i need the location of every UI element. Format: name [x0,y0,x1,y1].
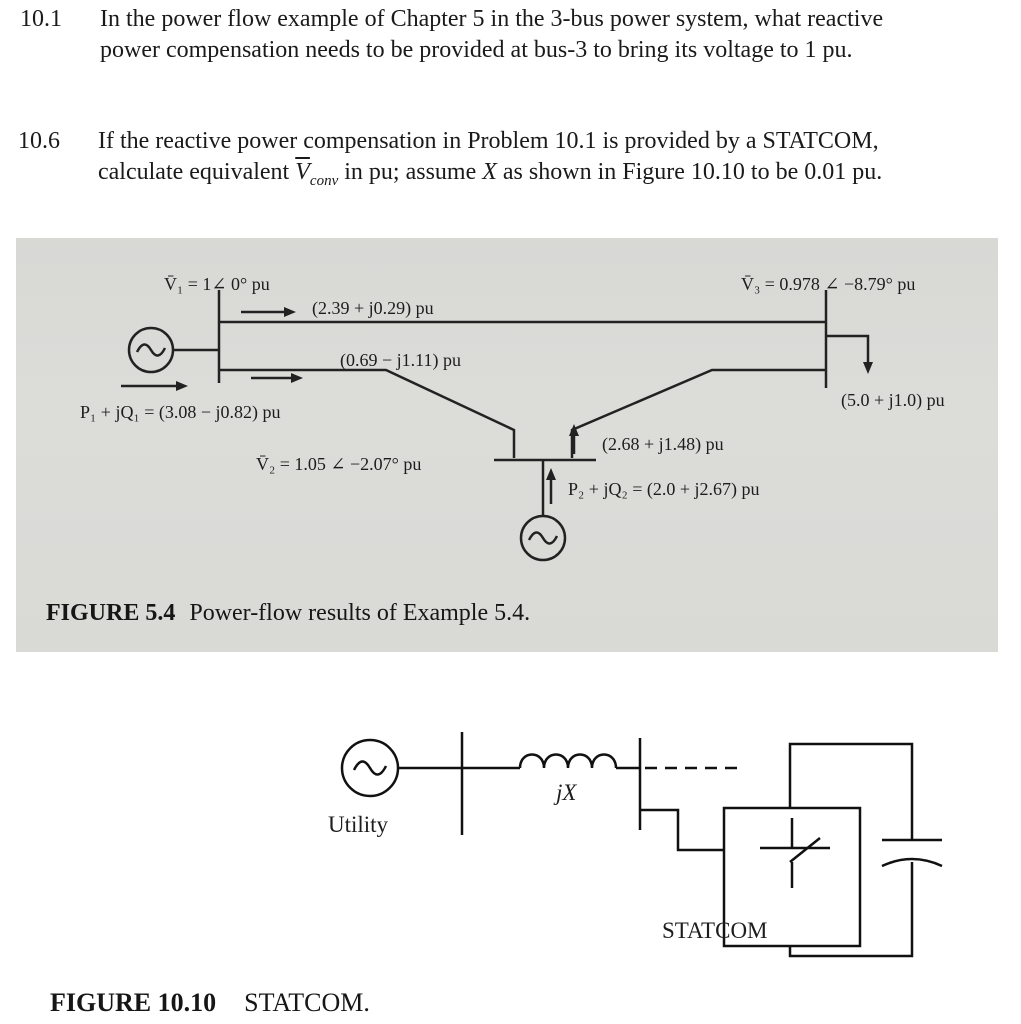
statcom-diagram [340,732,943,958]
gen-1-label: P₁ + jQ₁ = (3.08 − j0.82) pu [80,402,281,422]
inductor-coil [518,753,618,769]
gen-2-label: P₂ + jQ₂ = (2.0 + j2.67) pu [568,479,760,499]
dc-link-top [788,742,914,840]
figure-10-10-caption: FIGURE 10.10 STATCOM. [50,988,370,1018]
gen-1-sine [135,343,167,357]
caption-label: FIGURE 10.10 [50,988,217,1017]
flow-12-label: (0.69 − j1.11) pu [340,350,461,370]
caption-label: FIGURE 5.4 [46,600,176,626]
v-conv-symbol: V [295,159,310,185]
statcom-label: STATCOM [662,918,768,943]
v2-label: V̄₂ = 1.05 ∠ −2.07° pu [256,454,422,474]
v3-label: V̄₃ = 0.978 ∠ −8.79° pu [741,274,916,294]
statcom-lead [640,808,724,852]
problem-text-line-1: In the power flow example of Chapter 5 i… [100,6,884,32]
utility-sine [352,760,388,776]
gen-1-icon [127,326,175,374]
converter-box [722,806,862,948]
caption-text: STATCOM. [244,988,370,1017]
capacitor-plate-bottom [881,857,943,868]
caption-text: Power-flow results of Example 5.4. [189,600,531,626]
problem-text-line-2: power compensation needs to be provided … [100,37,853,63]
flow-23-label: (2.68 + j1.48) pu [602,434,724,454]
problem-text-line-2: calculate equivalent Vconv in pu; assume… [98,159,883,189]
v1-label: V̄₁ = 1∠ 0° pu [164,274,270,294]
power-flow-diagram [121,290,873,562]
problem-text-line-1: If the reactive power compensation in Pr… [98,128,879,154]
gen-2-icon [519,514,567,562]
problem-number: 10.6 [18,128,60,154]
figure-10-10: Utility jX STATCOM FIGURE 10.10 STATCOM. [0,690,1021,1024]
reactance-label: jX [556,780,577,805]
gen-2-sine [527,531,559,545]
flow-13-label: (2.39 + j0.29) pu [312,298,434,318]
switch-blade [789,837,821,863]
load-3-lead [826,334,870,364]
utility-label: Utility [328,812,389,837]
load-3-label: (5.0 + j1.0) pu [841,390,945,410]
dc-link-bottom [788,862,914,958]
figure-5-4-caption: FIGURE 5.4 Power-flow results of Example … [46,600,530,627]
figure-5-4-photo: V̄₁ = 1∠ 0° pu V̄₃ = 0.978 ∠ −8.79° pu (… [16,238,998,652]
problem-number: 10.1 [20,6,62,32]
line-1-2 [219,368,516,458]
line-2-3 [570,368,826,458]
